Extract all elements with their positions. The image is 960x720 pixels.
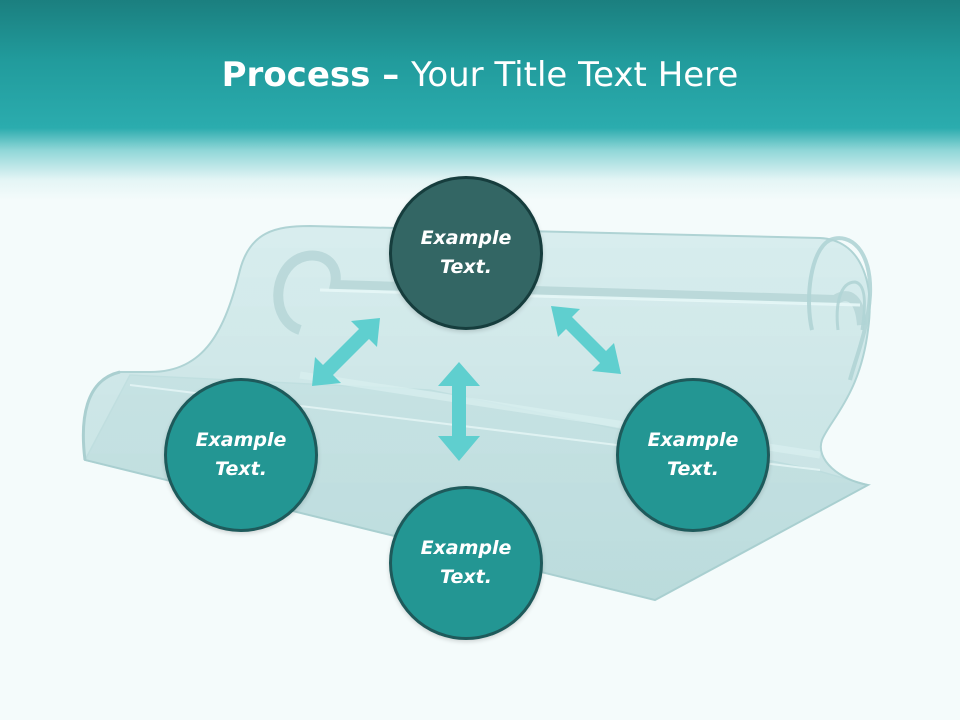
title-bold: Process <box>221 55 371 95</box>
arrow-top-left <box>312 318 380 386</box>
arrow-top-right <box>551 306 621 374</box>
slide-title: Process – Your Title Text Here <box>0 50 960 100</box>
title-rest: Your Title Text Here <box>411 55 739 95</box>
node-bottom: Example Text. <box>389 486 543 640</box>
node-right-text: Example Text. <box>647 429 739 480</box>
node-bottom-text: Example Text. <box>420 537 512 588</box>
header-band <box>0 0 960 200</box>
node-right: Example Text. <box>616 378 770 532</box>
node-top: Example Text. <box>389 176 543 330</box>
node-top-text: Example Text. <box>420 227 512 278</box>
node-left: Example Text. <box>164 378 318 532</box>
glass-right-curl <box>807 236 873 381</box>
glass-inner-curl <box>273 250 867 335</box>
arrow-vertical <box>438 362 480 461</box>
title-separator: – <box>370 55 412 95</box>
node-left-text: Example Text. <box>195 429 287 480</box>
